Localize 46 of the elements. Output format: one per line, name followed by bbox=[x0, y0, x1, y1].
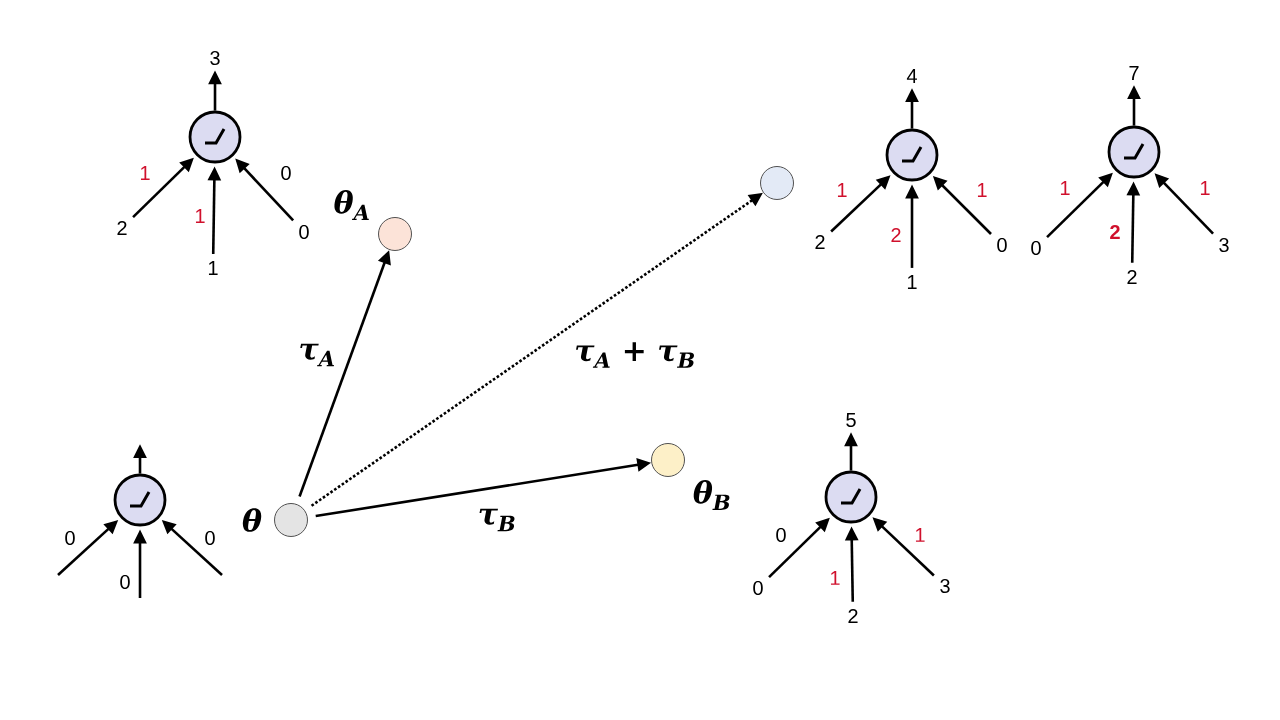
edge-label: 2 bbox=[891, 228, 901, 242]
edge-label: 0 bbox=[205, 530, 215, 546]
number-label: 2 bbox=[848, 609, 858, 623]
edge-label: 1 bbox=[977, 183, 987, 197]
parameter-label: θ bbox=[242, 508, 262, 532]
parameter-label: θ$_{B}$ bbox=[693, 480, 730, 510]
number-label: 0 bbox=[299, 224, 309, 240]
edge-label: τ$_{B}$ bbox=[479, 508, 515, 532]
edge-label: 1 bbox=[1200, 181, 1210, 195]
edge-label: 1 bbox=[915, 528, 925, 542]
edge-label: 1 bbox=[830, 571, 840, 585]
edge-label: 0 bbox=[776, 527, 786, 543]
number-label: 2 bbox=[117, 221, 127, 235]
edge-label: 2 bbox=[1110, 225, 1120, 239]
number-label: 5 bbox=[846, 413, 856, 427]
number-label: 1 bbox=[907, 275, 917, 289]
parameter-label: θ$_{A}$ bbox=[334, 190, 369, 220]
parameter-circle bbox=[274, 503, 308, 537]
number-label: 0 bbox=[997, 237, 1007, 253]
edge-label: 0 bbox=[65, 530, 75, 546]
edge-label: τ$_{A}$ + τ$_{B}$ bbox=[576, 342, 694, 368]
edge-label: 1 bbox=[1060, 181, 1070, 195]
number-label: 4 bbox=[906, 69, 917, 83]
number-label: 7 bbox=[1129, 66, 1139, 80]
edge-label: 0 bbox=[281, 165, 291, 181]
edge-label: τ$_{A}$ bbox=[300, 343, 334, 367]
edge-label: 1 bbox=[140, 166, 150, 180]
number-label: 3 bbox=[940, 578, 950, 594]
parameter-circle bbox=[378, 217, 412, 251]
number-label: 0 bbox=[753, 580, 763, 596]
edge-label: 0 bbox=[120, 574, 130, 590]
neuron-circle bbox=[188, 110, 242, 164]
parameter-circle bbox=[651, 443, 685, 477]
number-label: 0 bbox=[1031, 240, 1041, 256]
edge-label: 1 bbox=[195, 209, 205, 223]
neuron-circle bbox=[885, 128, 939, 182]
number-label: 3 bbox=[1219, 237, 1229, 253]
number-label: 1 bbox=[208, 261, 218, 275]
number-label: 2 bbox=[1127, 270, 1137, 284]
number-label: 3 bbox=[210, 50, 220, 66]
parameter-circle bbox=[760, 166, 794, 200]
neuron-circle bbox=[113, 473, 167, 527]
neuron-circle bbox=[1107, 125, 1161, 179]
neuron-circle bbox=[824, 470, 878, 524]
number-label: 2 bbox=[815, 235, 825, 249]
edge-label: 1 bbox=[837, 183, 847, 197]
